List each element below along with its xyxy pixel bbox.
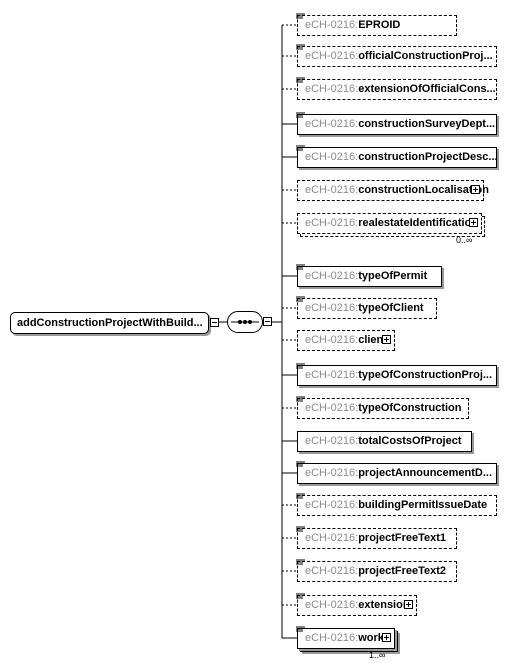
element-box[interactable]: eCH-0216:constructionProjectDesc... — [296, 145, 498, 168]
element-box[interactable]: eCH-0216:projectFreeText2 — [296, 559, 457, 582]
element-box[interactable]: eCH-0216:buildingPermitIssueDate — [296, 493, 497, 516]
element-name: extensionOfOfficialCons... — [358, 83, 496, 95]
namespace-prefix: eCH-0216: — [305, 532, 359, 544]
element-name: constructionProjectDesc... — [358, 151, 498, 163]
documentation-icon — [296, 559, 305, 565]
element-name: constructionSurveyDept... — [358, 118, 496, 130]
element-box[interactable]: eCH-0216:EPROID — [296, 13, 457, 36]
namespace-prefix: eCH-0216: — [305, 50, 359, 62]
documentation-icon — [296, 363, 305, 369]
element-name: EPROID — [358, 19, 401, 31]
expand-icon[interactable] — [404, 600, 413, 609]
documentation-icon — [296, 593, 305, 599]
namespace-prefix: eCH-0216: — [305, 184, 359, 196]
documentation-icon — [296, 296, 305, 302]
element-box[interactable]: eCH-0216:client — [297, 330, 395, 351]
element-box[interactable]: eCH-0216:constructionSurveyDept... — [296, 112, 497, 135]
cardinality-label: 0..∞ — [456, 235, 473, 245]
namespace-prefix: eCH-0216: — [305, 599, 359, 611]
element-box[interactable]: eCH-0216:officialConstructionProj... — [296, 44, 497, 67]
namespace-prefix: eCH-0216: — [305, 83, 359, 95]
element-box[interactable]: eCH-0216:typeOfClient — [296, 296, 437, 319]
namespace-prefix: eCH-0216: — [305, 19, 359, 31]
namespace-prefix: eCH-0216: — [305, 217, 359, 229]
namespace-prefix: eCH-0216: — [305, 270, 359, 282]
cardinality-label: 1..∞ — [369, 650, 386, 660]
expand-icon[interactable] — [471, 185, 480, 194]
documentation-icon — [296, 461, 305, 467]
documentation-icon — [296, 112, 305, 118]
namespace-prefix: eCH-0216: — [305, 118, 359, 130]
documentation-icon — [296, 145, 305, 151]
element-name: totalCostsOfProject — [358, 435, 462, 447]
namespace-prefix: eCH-0216: — [305, 302, 359, 314]
element-name: projectFreeText1 — [358, 532, 447, 544]
element-box[interactable]: eCH-0216:projectFreeText1 — [296, 526, 457, 549]
namespace-prefix: eCH-0216: — [305, 499, 359, 511]
element-name: typeOfConstruction — [358, 402, 462, 414]
sequence-compositor[interactable] — [227, 311, 272, 333]
namespace-prefix: eCH-0216: — [305, 565, 359, 577]
element-box[interactable]: eCH-0216:totalCostsOfProject — [297, 431, 472, 452]
root-element-label: addConstructionProjectWithBuild... — [17, 317, 203, 329]
element-name: projectFreeText2 — [358, 565, 447, 577]
documentation-icon — [296, 626, 305, 632]
namespace-prefix: eCH-0216: — [305, 435, 359, 447]
root-expand-icon[interactable] — [210, 318, 219, 327]
element-name: typeOfPermit — [358, 270, 428, 282]
documentation-icon — [296, 526, 305, 532]
namespace-prefix: eCH-0216: — [305, 369, 359, 381]
element-box[interactable]: eCH-0216:typeOfPermit — [296, 264, 442, 287]
element-box[interactable]: eCH-0216:typeOfConstruction — [296, 396, 469, 419]
element-name: extension — [358, 599, 410, 611]
namespace-prefix: eCH-0216: — [305, 632, 359, 644]
element-name: officialConstructionProj... — [358, 50, 493, 62]
namespace-prefix: eCH-0216: — [305, 467, 359, 479]
element-name: client — [358, 334, 387, 346]
namespace-prefix: eCH-0216: — [305, 402, 359, 414]
root-element-box[interactable]: addConstructionProjectWithBuild... — [10, 312, 219, 334]
element-box[interactable]: eCH-0216:extension — [296, 593, 417, 616]
documentation-icon — [296, 493, 305, 499]
element-name: work — [358, 632, 384, 644]
element-box[interactable]: eCH-0216:extensionOfOfficialCons... — [296, 77, 497, 100]
documentation-icon — [296, 77, 305, 83]
expand-icon[interactable] — [469, 218, 478, 227]
documentation-icon — [296, 396, 305, 402]
sequence-collapse-icon[interactable] — [263, 317, 272, 326]
namespace-prefix: eCH-0216: — [305, 334, 359, 346]
documentation-icon — [296, 44, 305, 50]
expand-icon[interactable] — [382, 633, 391, 642]
element-name: typeOfClient — [358, 302, 424, 314]
element-name: buildingPermitIssueDate — [358, 499, 488, 511]
namespace-prefix: eCH-0216: — [305, 151, 359, 163]
element-name: constructionLocalisation — [358, 184, 489, 196]
element-name: projectAnnouncementD... — [358, 467, 493, 479]
element-box[interactable]: eCH-0216:projectAnnouncementD... — [296, 461, 497, 484]
element-name: realestateIdentification — [358, 217, 479, 229]
documentation-icon — [296, 264, 305, 270]
element-box[interactable]: eCH-0216:typeOfConstructionProj... — [296, 363, 497, 386]
element-box[interactable]: eCH-0216:constructionLocalisation — [297, 180, 489, 201]
expand-icon[interactable] — [382, 335, 391, 344]
documentation-icon — [296, 13, 305, 19]
sequence-icon — [231, 320, 259, 324]
element-box[interactable]: eCH-0216:work — [296, 626, 395, 649]
element-box[interactable]: eCH-0216:realestateIdentification — [297, 213, 482, 234]
element-name: typeOfConstructionProj... — [358, 369, 493, 381]
